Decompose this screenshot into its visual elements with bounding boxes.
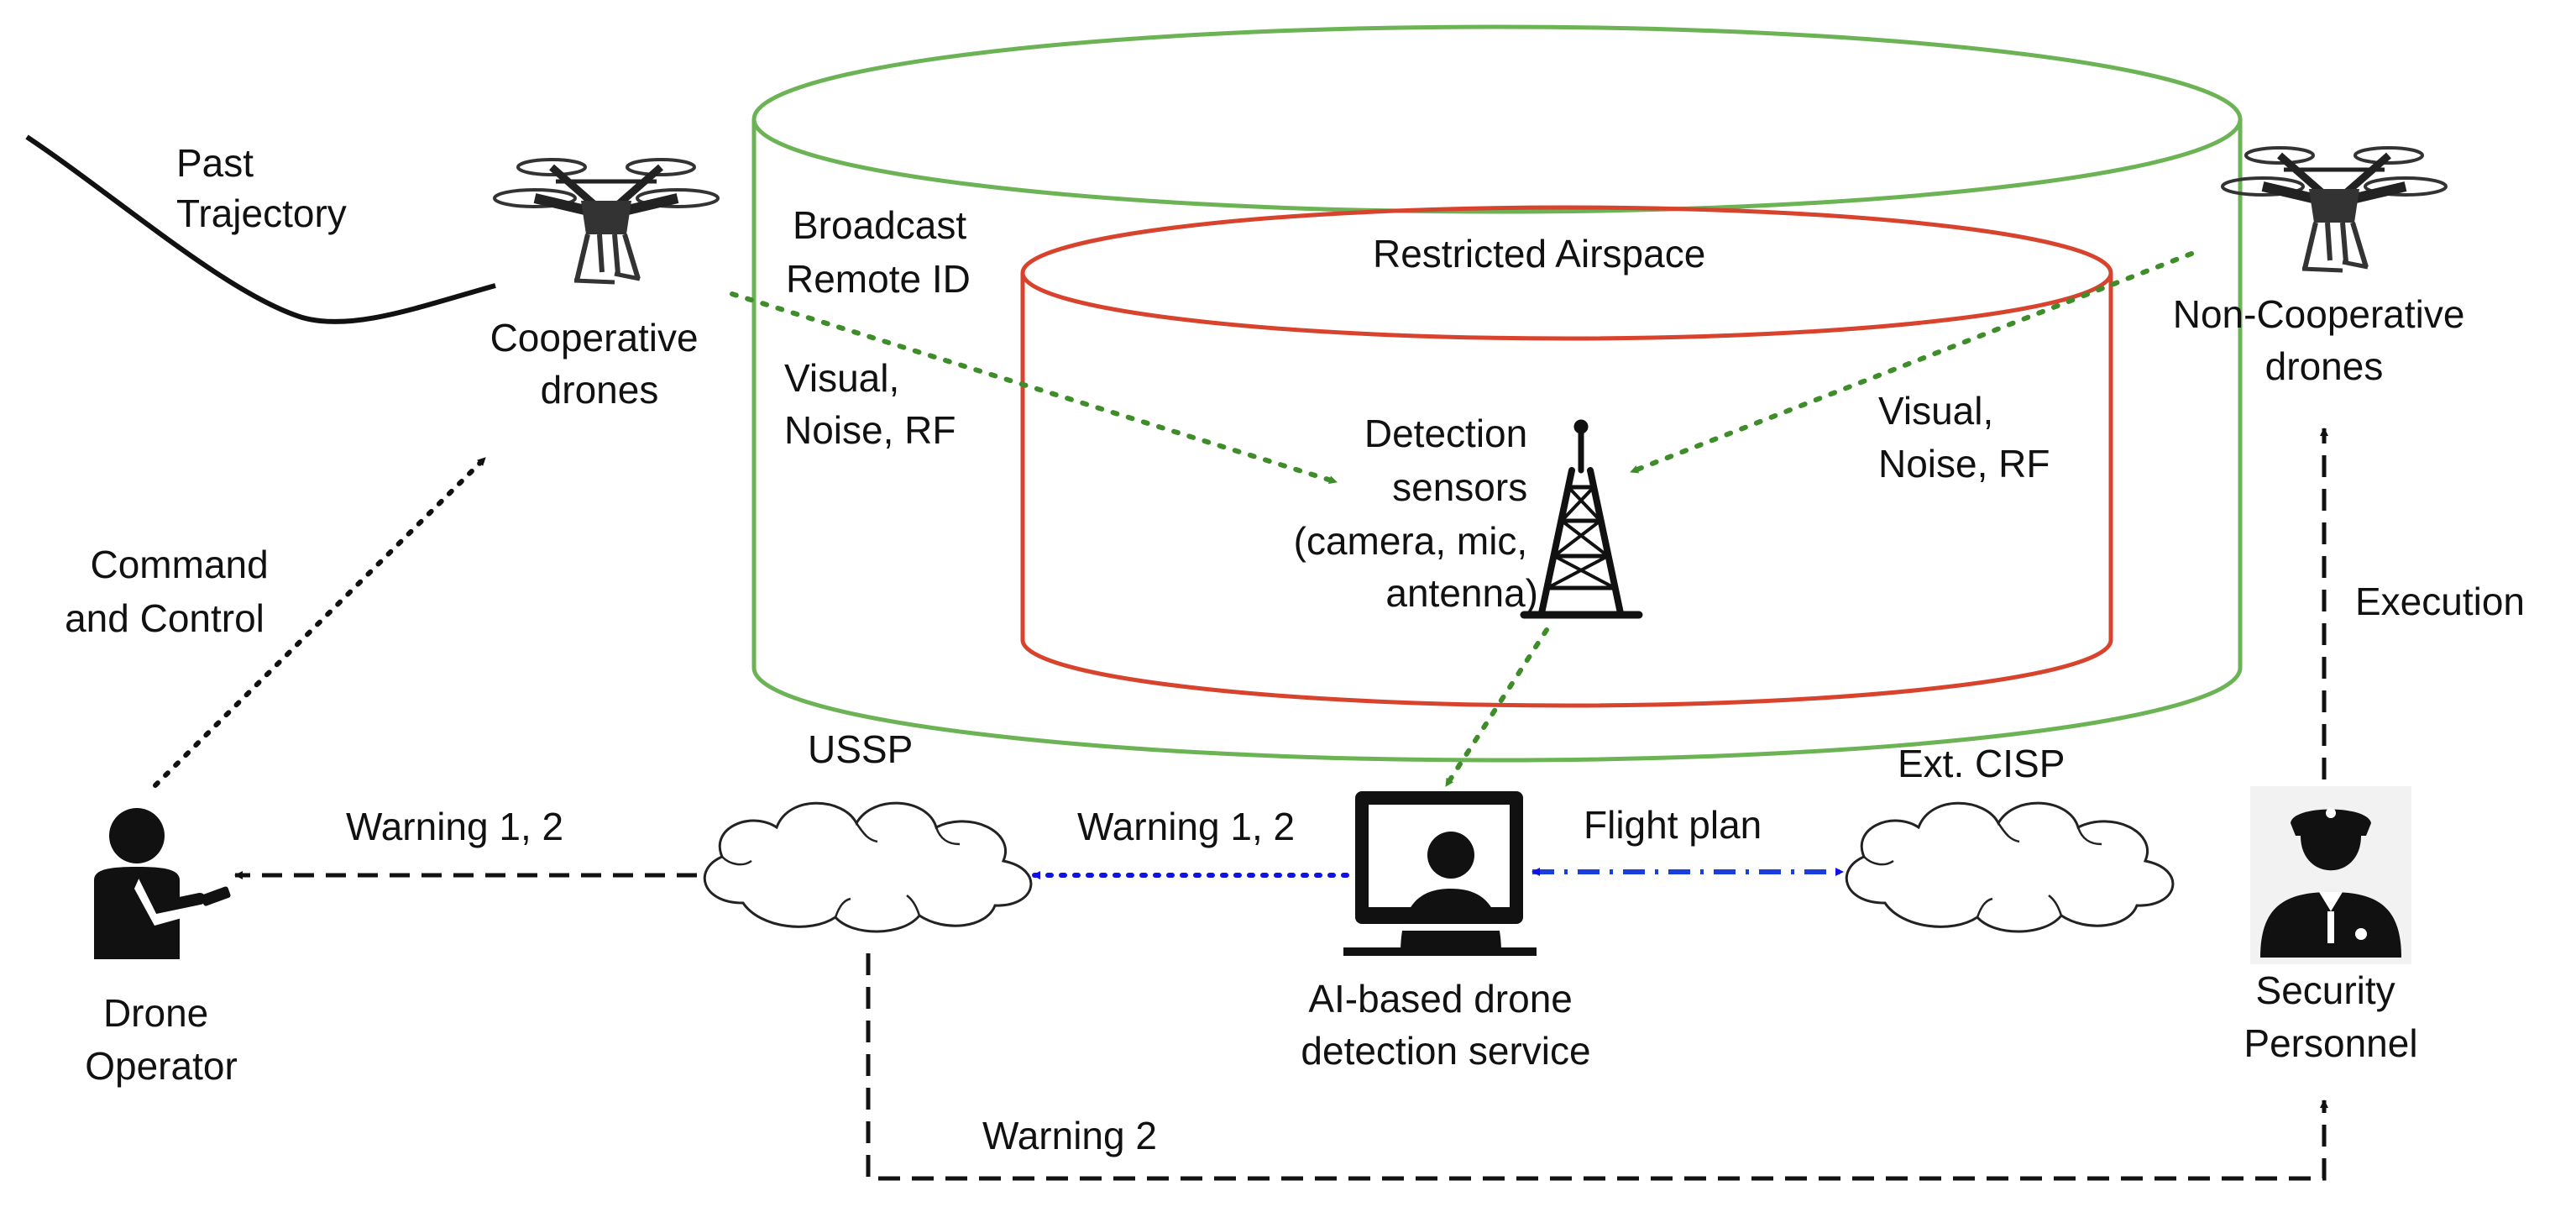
non-cooperative-drone-icon	[2223, 148, 2446, 270]
restricted-airspace-cylinder	[1020, 205, 2113, 708]
link-cooperative-to-sensors	[730, 291, 1339, 485]
ai-service-label: AI-based drone detection service	[1301, 977, 1590, 1073]
arrow-ussp-to-security-warning-2	[866, 953, 2328, 1181]
past-trajectory-curve	[25, 134, 496, 324]
past-trajectory-label: Past Trajectory	[176, 141, 347, 235]
ext-cisp-label: Ext. CISP	[1898, 742, 2065, 785]
warning-operator-label: Warning 1, 2	[346, 805, 563, 848]
visual-noise-rf-right-label: Visual, Noise, RF	[1878, 389, 2050, 485]
flight-plan-label: Flight plan	[1584, 803, 1762, 847]
restricted-airspace-label: Restricted Airspace	[1373, 232, 1705, 276]
outer-cylinder-top	[751, 24, 2243, 214]
cooperative-drones-label: Cooperative drones	[490, 316, 709, 412]
detection-sensors-label: Detection sensors (camera, mic, antenna)	[1294, 412, 1538, 615]
non-cooperative-drones-label: Non-Cooperative drones	[2173, 292, 2476, 388]
warning-ussp-label: Warning 1, 2	[1077, 805, 1295, 848]
execution-label: Execution	[2355, 580, 2525, 623]
outer-airspace-cylinder	[751, 24, 2243, 763]
ussp-cloud-icon	[703, 801, 1033, 933]
link-non-cooperative-to-sensors	[1628, 251, 2194, 475]
ext-cisp-cloud-icon	[1845, 801, 2175, 933]
ussp-label: USSP	[808, 727, 913, 771]
antenna-tower-icon	[1520, 419, 1643, 619]
outer-cylinder-body	[751, 119, 2243, 763]
security-personnel-icon	[2250, 786, 2411, 964]
ai-service-monitor-icon	[1343, 791, 1537, 956]
command-and-control-label: Command and Control	[65, 543, 279, 640]
drone-operator-label: Drone Operator	[85, 991, 238, 1088]
arrow-command-and-control	[153, 455, 488, 788]
visual-noise-rf-left-label: Visual, Noise, RF	[784, 356, 956, 452]
cooperative-drone-icon	[495, 160, 718, 282]
warning-2-label: Warning 2	[982, 1114, 1157, 1157]
broadcast-remote-id-label: Broadcast Remote ID	[786, 203, 977, 301]
inner-cylinder-body	[1020, 273, 2113, 708]
security-personnel-label: Security Personnel	[2244, 968, 2417, 1065]
link-sensors-to-ai-service	[1443, 627, 1549, 789]
drone-operator-icon	[94, 808, 231, 959]
